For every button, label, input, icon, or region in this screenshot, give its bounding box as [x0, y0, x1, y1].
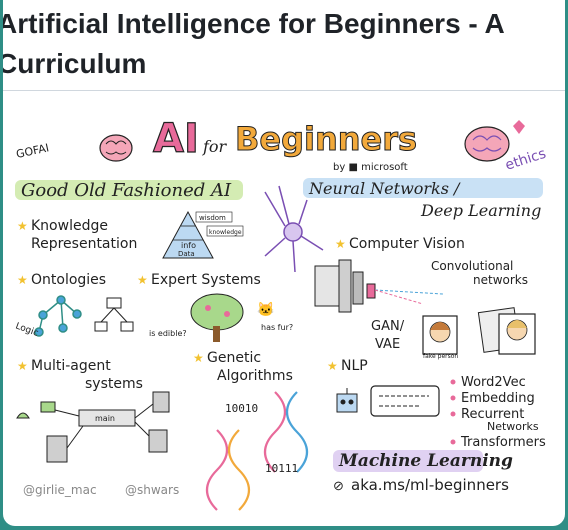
star-icon: ★ — [327, 359, 338, 373]
embedding: Embedding — [461, 391, 535, 406]
brain-circuit-icon — [464, 126, 510, 162]
gan-label-2: VAE — [375, 337, 400, 352]
ontologies-label: Ontologies — [31, 272, 106, 288]
cat-icon: 🐱 — [257, 301, 274, 317]
logic-label: Logic — [14, 321, 40, 338]
page-title: Artificial Intelligence for Beginners - … — [3, 8, 504, 79]
star-icon: ★ — [137, 273, 148, 287]
robot-icon — [336, 388, 358, 413]
ontology-graph-icon — [34, 295, 82, 337]
server-network-icon — [16, 391, 170, 463]
star-icon: ★ — [17, 219, 28, 233]
computer-vision-label: Computer Vision — [349, 236, 465, 252]
header-ai: AI — [153, 116, 199, 162]
portrait-stack-icon — [477, 307, 536, 355]
knowledge-representation-2: Representation — [31, 236, 137, 252]
ml-beginners-link[interactable]: aka.ms/ml-beginners — [351, 476, 509, 494]
gofai-tag: GOFAI — [15, 141, 50, 161]
credit-shwars: @shwars — [125, 483, 179, 497]
word2vec: Word2Vec — [461, 375, 526, 390]
gan-label-1: GAN/ — [371, 319, 405, 334]
title-divider — [3, 90, 565, 91]
main-label: main — [95, 414, 115, 423]
is-edible-label: is edible? — [149, 329, 187, 338]
convolutional-2: networks — [473, 273, 528, 287]
binary-1: 10010 — [225, 402, 258, 415]
expert-systems-label: Expert Systems — [151, 272, 261, 288]
dikw-pyramid — [162, 210, 244, 259]
machine-learning-label: Machine Learning — [338, 451, 513, 471]
cnn-layers-icon — [314, 259, 444, 313]
gofai-title: Good Old Fashioned AI — [21, 180, 232, 201]
nlp-label: NLP — [341, 358, 368, 374]
tree-icon — [190, 293, 244, 342]
readme-card: Artificial Intelligence for Beginners - … — [3, 0, 565, 526]
neural-networks-1: Neural Networks / — [308, 179, 461, 198]
decision-tree-icon — [94, 297, 134, 332]
star-icon: ★ — [335, 237, 346, 251]
transformers: Transformers — [460, 435, 546, 450]
genetic-1: Genetic — [207, 350, 261, 366]
multi-agent-1: Multi-agent — [31, 358, 111, 374]
pyramid-data: Data — [178, 250, 195, 258]
pyramid-info: info — [181, 241, 196, 250]
genetic-2: Algorithms — [217, 368, 293, 384]
credit-girlie-mac: @girlie_mac — [23, 483, 97, 497]
recurrent-1: Recurrent — [461, 407, 524, 422]
heart-icon — [513, 120, 525, 134]
neural-networks-2: Deep Learning — [420, 201, 541, 220]
star-icon: ★ — [17, 359, 28, 373]
star-icon: ★ — [193, 351, 204, 365]
recurrent-2: Networks — [487, 420, 539, 433]
has-fur-label: has fur? — [261, 323, 293, 332]
star-icon: ★ — [17, 273, 28, 287]
fake-person-label: fake person — [423, 353, 458, 360]
by-microsoft: by ■ microsoft — [333, 162, 408, 173]
multi-agent-2: systems — [85, 376, 143, 392]
convolutional-1: Convolutional — [431, 259, 513, 273]
ethics-label: ethics — [503, 146, 548, 174]
portrait-icon — [422, 315, 458, 355]
pyramid-wisdom: wisdom — [199, 214, 226, 222]
dna-icon — [205, 391, 309, 511]
link-icon: ⊘ — [333, 478, 344, 493]
pyramid-knowledge: knowledge — [209, 229, 242, 236]
binary-2: 10111 — [265, 462, 298, 475]
speech-bubble-icon — [370, 385, 440, 417]
header-beginners: Beginners — [235, 120, 417, 158]
neuron-icon — [264, 185, 324, 273]
brain-icon — [99, 134, 133, 162]
header-for: for — [202, 137, 228, 156]
sketchnote-image: AI for Beginners by ■ microsoft ethics G… — [14, 115, 548, 511]
knowledge-representation-1: Knowledge — [31, 218, 108, 234]
